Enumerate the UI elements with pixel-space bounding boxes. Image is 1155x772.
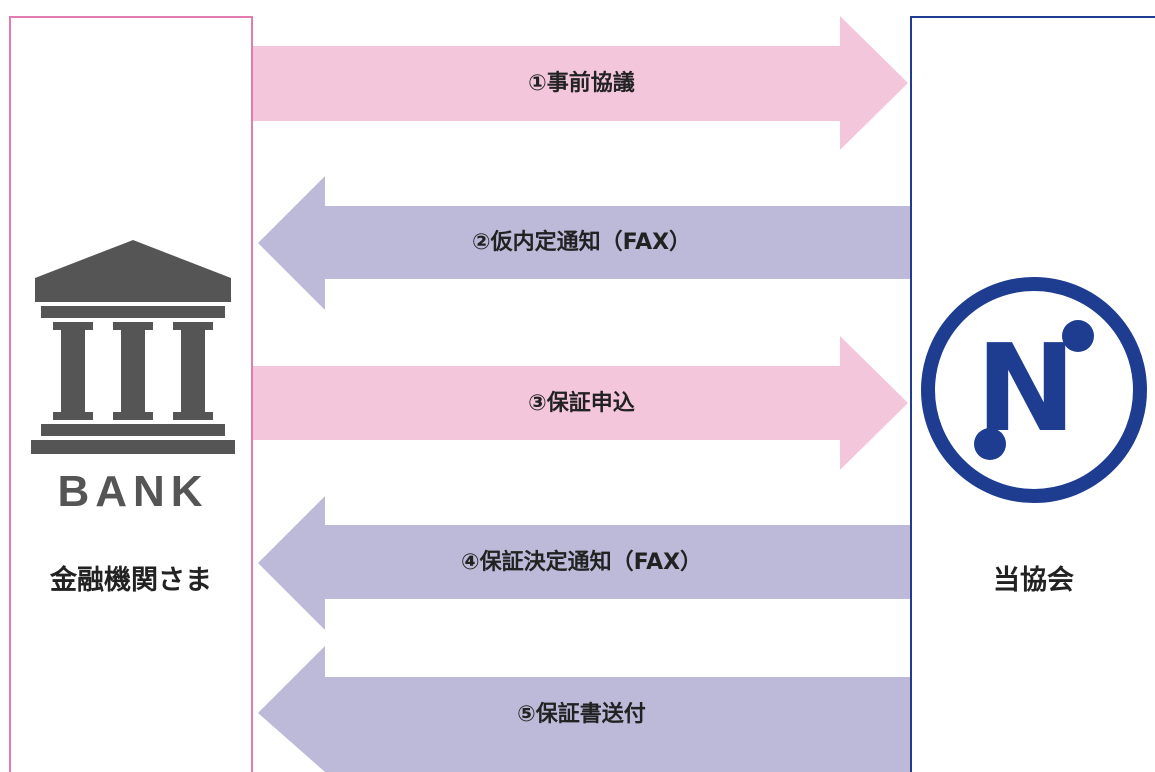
arrow-step-5 [258,646,910,772]
association-logo-icon: N [921,277,1147,503]
arrow-step-3 [253,336,908,470]
bank-icon-text: BANK [57,467,208,516]
step-2-label: ②仮内定通知（FAX） [471,230,692,255]
arrow-step-1 [253,16,908,150]
step-3-label: ③保証申込 [528,391,635,416]
bank-label: 金融機関さま [50,565,212,596]
step-4-label: ④保証決定通知（FAX） [460,550,703,575]
association-panel: N 当協会 [910,16,1155,772]
step-5-label: ⑤保証書送付 [517,702,646,727]
arrow-step-4 [258,496,910,630]
bank-panel: BANK 金融機関さま [9,16,253,772]
bank-building-icon: BANK [31,240,235,516]
step-1-label: ①事前協議 [528,71,635,96]
arrow-step-2 [258,176,910,310]
association-label: 当協会 [993,565,1074,596]
